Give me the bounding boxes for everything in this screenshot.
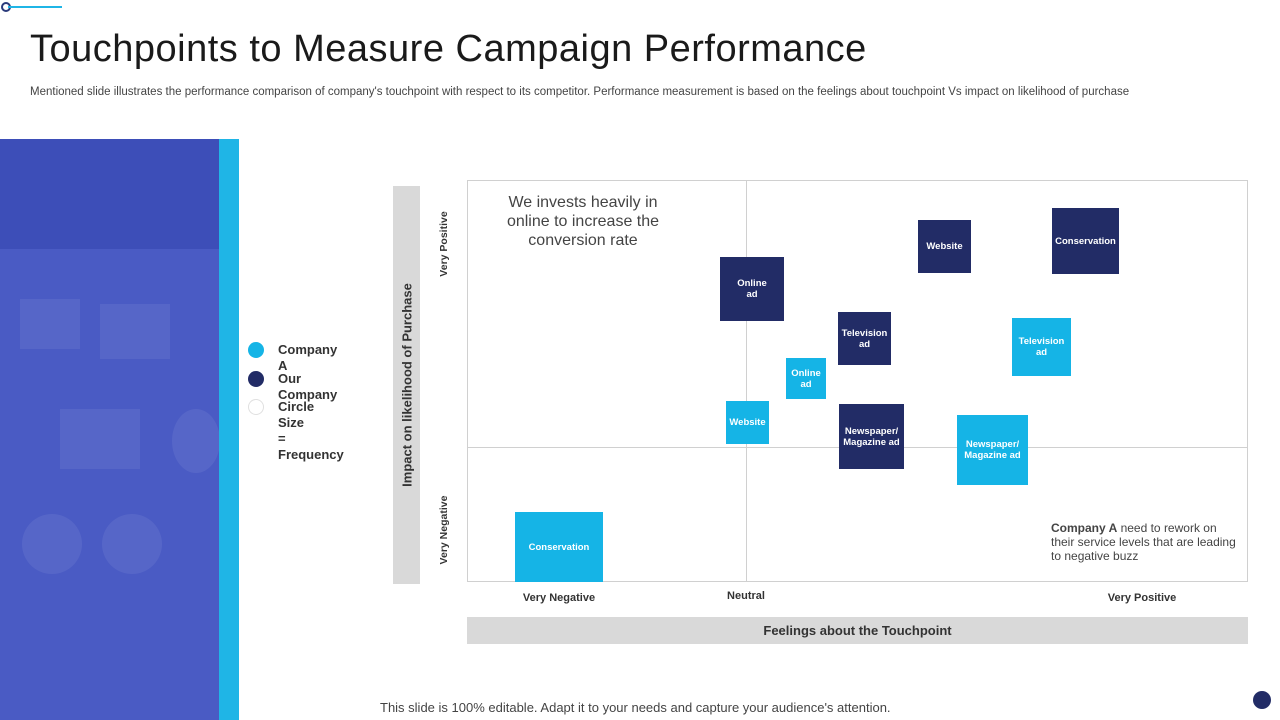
legend-item-our-company: Our Company	[248, 371, 337, 403]
our-conservation-point: Conservation	[1052, 208, 1119, 274]
panel-decor	[172, 409, 219, 473]
annotation-bottom: Company A need to rework on their servic…	[1051, 521, 1241, 563]
legend-label: Company A	[278, 342, 338, 373]
decor-line	[8, 6, 62, 8]
page-title: Touchpoints to Measure Campaign Performa…	[30, 28, 867, 70]
neutral-vertical-line	[746, 181, 747, 581]
our-company-dot-icon	[248, 371, 264, 387]
x-axis-left-label: Very Negative	[522, 592, 596, 604]
panel-decor	[22, 514, 82, 574]
panel-decor	[102, 514, 162, 574]
our-online-ad-point: Online ad	[720, 257, 784, 321]
accent-stripe	[219, 139, 239, 720]
legend-item-company-a: Company A	[248, 342, 337, 374]
y-axis-bottom-label: Very Negative	[438, 495, 450, 565]
x-axis-title: Feelings about the Touchpoint	[763, 623, 952, 638]
annotation-top: We invests heavily in online to increase…	[506, 194, 660, 249]
panel-decor	[100, 304, 170, 359]
corner-dot-icon	[1253, 691, 1271, 709]
legend-item-circle-size: Circle Size = Frequency	[248, 399, 344, 463]
plot-area	[467, 180, 1248, 582]
our-newspaper-magazine-ad-point: Newspaper/ Magazine ad	[839, 404, 904, 469]
decorative-image-panel	[0, 139, 219, 720]
x-axis-mid-label: Neutral	[727, 590, 765, 602]
y-axis-top-label: Very Positive	[438, 211, 450, 277]
legend-label: Circle Size = Frequency	[278, 399, 344, 462]
y-axis-band	[393, 186, 420, 584]
company-a-website-point: Website	[726, 401, 769, 444]
circle-size-dot-icon	[248, 399, 264, 415]
annotation-bottom-text: need to rework on their service levels t…	[1051, 521, 1236, 563]
panel-decor	[60, 409, 140, 469]
company-a-newspaper-magazine-ad-point: Newspaper/ Magazine ad	[957, 415, 1028, 485]
annotation-bottom-bold: Company A	[1051, 521, 1118, 535]
company-a-conservation-point: Conservation	[515, 512, 603, 582]
company-a-television-ad-point: Television ad	[1012, 318, 1071, 376]
company-a-dot-icon	[248, 342, 264, 358]
footer-text: This slide is 100% editable. Adapt it to…	[380, 700, 891, 715]
y-axis-title: Impact on likelihood of Purchase	[399, 283, 415, 487]
our-television-ad-point: Television ad	[838, 312, 891, 365]
x-axis-band: Feelings about the Touchpoint	[467, 617, 1248, 644]
page-subtitle: Mentioned slide illustrates the performa…	[30, 86, 1130, 98]
company-a-online-ad-point: Online ad	[786, 358, 826, 399]
x-axis-right-label: Very Positive	[1107, 592, 1177, 604]
our-website-point: Website	[918, 220, 971, 273]
panel-decor	[20, 299, 80, 349]
panel-band	[0, 139, 219, 249]
legend-label: Our Company	[278, 371, 338, 402]
